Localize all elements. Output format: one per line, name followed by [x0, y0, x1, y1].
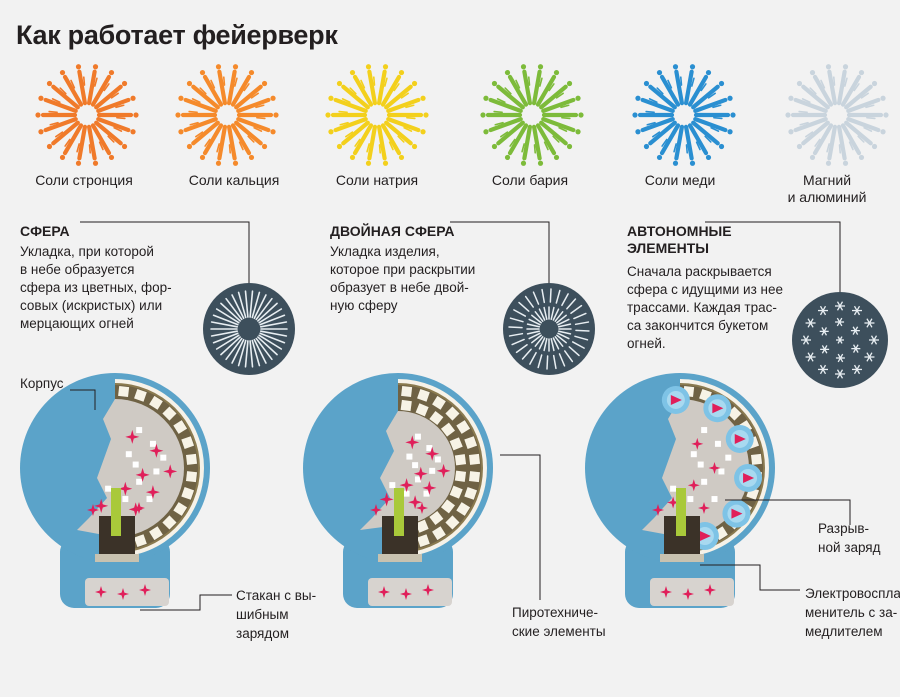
- leader-double-sphere: [450, 221, 550, 283]
- leader-autonomous: [705, 221, 841, 292]
- salt-label-calcium: Соли кальция: [188, 172, 280, 188]
- leader-cup: [140, 594, 232, 611]
- autonomous-shell: [585, 373, 775, 608]
- burst-icon: [785, 64, 889, 166]
- salt-bursts: [35, 64, 889, 166]
- callout-body: Корпус: [20, 376, 64, 391]
- leader-sphere: [80, 221, 250, 283]
- burst-icon: [175, 64, 279, 166]
- burst-icon: [480, 64, 584, 166]
- double-sphere-pattern-disc: [503, 283, 595, 375]
- salt-label-sodium: Соли натрия: [335, 172, 419, 188]
- callout-cup: Стакан с вы- шибным зарядом: [236, 588, 317, 641]
- section-title-autonomous: АВТОНОМНЫЕ ЭЛЕМЕНТЫ: [627, 223, 732, 256]
- section-text-autonomous: Сначала раскрывается сфера с идущими из …: [627, 264, 783, 351]
- salt-label-magnesium-aluminium: Магний и алюминий: [787, 172, 867, 205]
- sphere-shell: [20, 373, 210, 608]
- salt-label-copper: Соли меди: [644, 172, 716, 188]
- autonomous-pattern-disc: [792, 292, 888, 388]
- salt-label-strontium: Соли стронция: [35, 172, 133, 188]
- callout-igniter: Электровоспла- менитель с за- медлителем: [805, 586, 900, 639]
- page-title: Как работает фейерверк: [16, 20, 338, 50]
- leader-burst: [725, 499, 851, 525]
- pattern-discs: [203, 283, 888, 388]
- leader-igniter: [700, 564, 800, 591]
- leader-lines: [70, 221, 851, 611]
- burst-icon: [632, 64, 736, 166]
- shell-cross-sections: [20, 373, 775, 608]
- leader-pyro: [500, 454, 541, 600]
- sphere-pattern-disc: [203, 283, 295, 375]
- burst-icon: [325, 64, 429, 166]
- section-text-sphere: Укладка, при которой в небе образуется с…: [20, 244, 172, 331]
- callout-burst: Разрыв- ной заряд: [818, 521, 881, 555]
- burst-icon: [35, 64, 139, 166]
- section-title-sphere: СФЕРА: [20, 223, 70, 239]
- callout-pyro: Пиротехниче- ские элементы: [512, 605, 606, 639]
- section-title-double-sphere: ДВОЙНАЯ СФЕРА: [330, 223, 455, 239]
- leader-body: [70, 389, 96, 410]
- section-text-double-sphere: Укладка изделия, которое при раскрытии о…: [330, 244, 476, 313]
- double-sphere-shell: [303, 373, 493, 608]
- salt-label-barium: Соли бария: [491, 172, 569, 188]
